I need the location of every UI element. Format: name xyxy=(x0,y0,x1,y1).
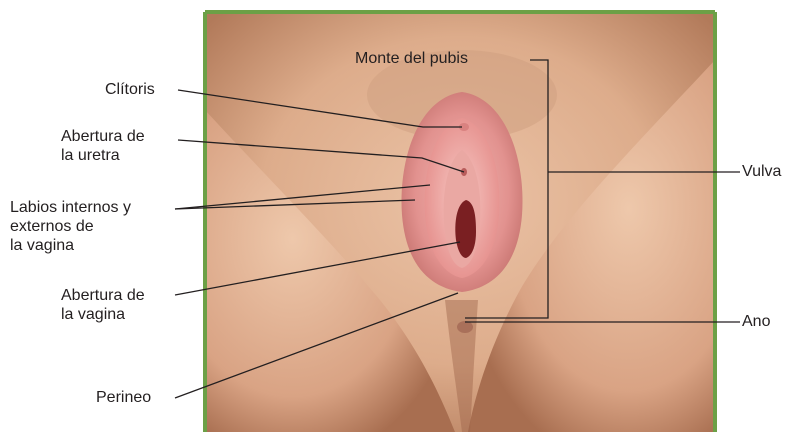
label-abertura-vagina: Abertura de la vagina xyxy=(61,286,145,324)
label-vulva: Vulva xyxy=(742,162,781,181)
label-ano: Ano xyxy=(742,312,770,331)
label-abertura-uretra: Abertura de la uretra xyxy=(61,127,145,165)
label-perineo: Perineo xyxy=(96,388,151,407)
label-monte-del-pubis: Monte del pubis xyxy=(355,49,468,68)
label-clitoris: Clítoris xyxy=(105,80,155,99)
anus-shape xyxy=(457,321,473,333)
label-labios: Labios internos y externos de la vagina xyxy=(10,198,131,255)
